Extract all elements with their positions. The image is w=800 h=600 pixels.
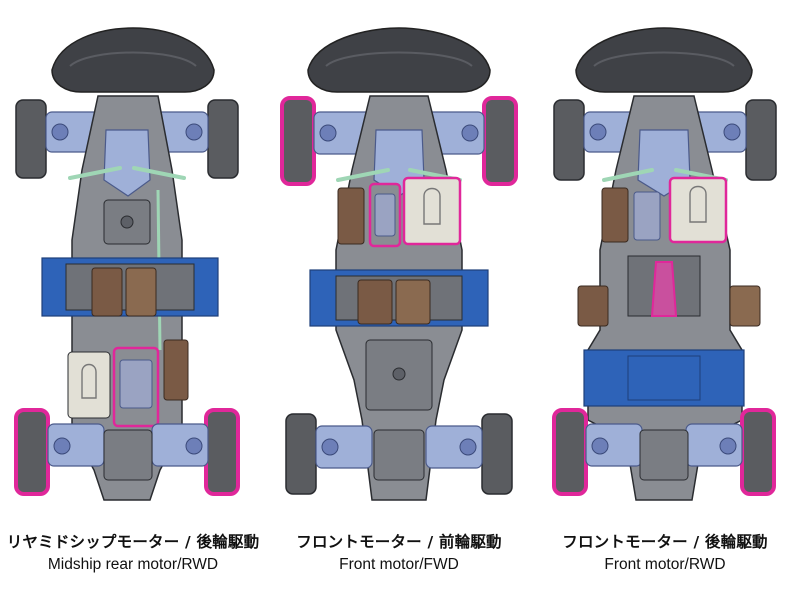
motor-body (119, 359, 153, 409)
layout-caption-english: Midship rear motor/RWD (47, 556, 219, 573)
front-hub-right (461, 124, 479, 142)
rear-right-tire (481, 413, 513, 495)
bumper-detail (69, 51, 197, 67)
esc-unit (91, 267, 123, 317)
rear-suspension-right (425, 425, 483, 469)
blue-plate-center (627, 355, 701, 401)
rear-gearbox (373, 429, 425, 481)
rear-hub-left (53, 437, 71, 455)
rear-suspension-left (315, 425, 373, 469)
receiver-unit (125, 267, 157, 317)
battery-symbol (423, 187, 441, 225)
front-right-tire (207, 99, 239, 179)
layout-panel-front-rwd: フロントモーター / 後輪駆動 Front motor/RWD (532, 0, 798, 600)
bumper-detail (325, 51, 473, 67)
steering-link-left (602, 168, 654, 182)
rear-gearbox (639, 429, 689, 481)
rear-deck-screw (392, 367, 406, 381)
chassis-diagram-front-fwd (280, 27, 518, 501)
receiver-unit (395, 279, 431, 325)
servo-unit (337, 187, 365, 245)
front-hub-left (589, 123, 607, 141)
bumper-detail (593, 51, 735, 67)
front-left-tire (553, 99, 585, 181)
battery-pack-highlight (402, 176, 462, 246)
front-hub-right (185, 123, 203, 141)
esc-unit (577, 285, 609, 327)
rear-left-tire (285, 413, 317, 495)
battery-pack (67, 351, 111, 419)
receiver-unit (729, 285, 761, 327)
layout-caption-english: Front motor/RWD (604, 556, 726, 573)
layout-caption-japanese: フロントモーター / 前輪駆動 (296, 533, 502, 551)
front-bumper (307, 27, 491, 93)
esc-unit (357, 279, 393, 325)
rear-hub-left (321, 438, 339, 456)
rear-hub-left (591, 437, 609, 455)
servo-mount-screw (120, 215, 134, 229)
layout-panel-front-fwd: フロントモーター / 前輪駆動 Front motor/FWD (266, 0, 532, 600)
front-hub-left (51, 123, 69, 141)
chassis-diagram-midship-rwd (14, 27, 240, 501)
battery-symbol (81, 363, 97, 399)
rear-hub-right (719, 437, 737, 455)
servo-unit (163, 339, 189, 401)
rear-right-tire-driven (204, 408, 240, 496)
front-left-tire-driven (280, 96, 316, 186)
front-right-tire (745, 99, 777, 181)
rear-right-tire-driven (740, 408, 776, 496)
front-left-tire (15, 99, 47, 179)
layout-panel-midship-rwd: リヤミドシップモーター / 後輪駆動 Midship rear motor/RW… (0, 0, 266, 600)
motor-body (633, 191, 661, 241)
front-hub-right (723, 123, 741, 141)
rear-left-tire-driven (14, 408, 50, 496)
layout-caption-japanese: フロントモーター / 後輪駆動 (562, 533, 768, 551)
servo-unit (601, 187, 629, 243)
chassis-diagram-front-rwd (552, 27, 777, 501)
front-bumper (575, 27, 753, 93)
layout-caption-english: Front motor/FWD (339, 556, 459, 573)
front-right-tire-driven (482, 96, 518, 186)
steering-link-left (68, 166, 122, 180)
battery-symbol (689, 185, 707, 223)
rear-left-tire-driven (552, 408, 588, 496)
steering-link-right (132, 166, 186, 180)
front-hub-left (319, 124, 337, 142)
rear-hub-right (185, 437, 203, 455)
steering-link-left (336, 168, 390, 182)
front-bumper (51, 27, 215, 93)
rear-gearbox (103, 429, 153, 481)
motor-body (374, 193, 396, 237)
propeller-shaft-highlight (650, 261, 678, 317)
battery-pack-highlight (668, 176, 728, 244)
layout-caption-japanese: リヤミドシップモーター / 後輪駆動 (6, 533, 260, 551)
rear-hub-right (459, 438, 477, 456)
